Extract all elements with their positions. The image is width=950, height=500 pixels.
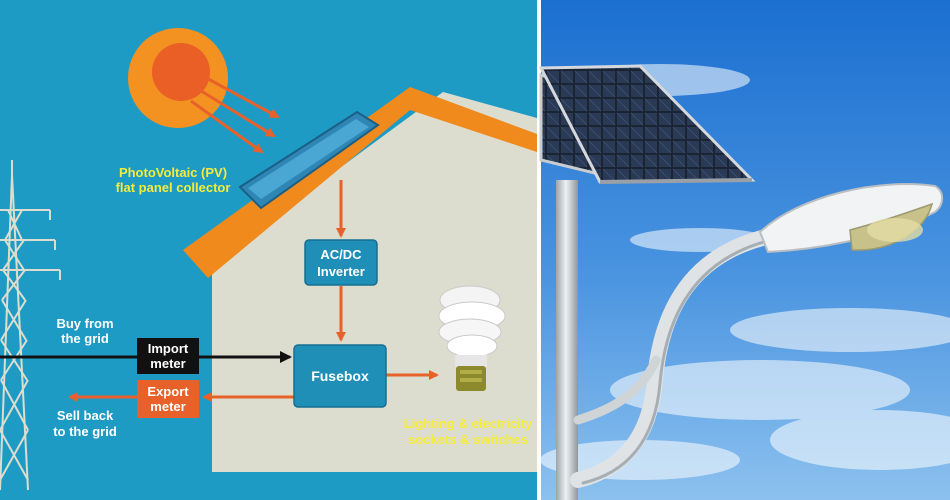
street-lamp-icon bbox=[758, 183, 944, 254]
export-meter: Export meter bbox=[137, 380, 199, 418]
image-divider bbox=[537, 0, 541, 500]
import-meter-line1: Import bbox=[148, 341, 189, 356]
export-meter-line2: meter bbox=[150, 399, 185, 414]
lighting-label-line1: Lighting & electricity bbox=[404, 416, 533, 431]
light-bulb-icon bbox=[438, 285, 506, 391]
power-pylon-icon bbox=[0, 160, 61, 491]
fusebox-box: Fusebox bbox=[293, 344, 387, 408]
sun-icon bbox=[128, 28, 280, 154]
sell-label-line1: Sell back bbox=[57, 408, 114, 423]
sell-label-line2: to the grid bbox=[53, 424, 117, 439]
import-meter: Import meter bbox=[137, 338, 199, 374]
pv-label-line2: flat panel collector bbox=[116, 180, 231, 195]
export-meter-line1: Export bbox=[147, 384, 189, 399]
lamp-pole bbox=[556, 180, 578, 500]
solar-system-diagram: PhotoVoltaic (PV) flat panel collector A… bbox=[0, 0, 537, 500]
solar-street-lamp-photo bbox=[538, 0, 950, 500]
solar-panel-icon bbox=[238, 110, 380, 210]
buy-label-line1: Buy from bbox=[56, 316, 113, 331]
import-meter-line2: meter bbox=[150, 356, 185, 371]
solar-panel-front-icon bbox=[538, 64, 756, 184]
fusebox-label: Fusebox bbox=[311, 368, 369, 384]
lamp-arm bbox=[570, 227, 783, 488]
pv-label-line1: PhotoVoltaic (PV) bbox=[119, 165, 227, 180]
lighting-label-line2: sockets & switches bbox=[408, 432, 528, 447]
buy-label-line2: the grid bbox=[61, 331, 109, 346]
inverter-label-line1: AC/DC bbox=[320, 247, 362, 262]
inverter-label-line2: Inverter bbox=[317, 264, 365, 279]
inverter-box: AC/DC Inverter bbox=[304, 239, 378, 286]
